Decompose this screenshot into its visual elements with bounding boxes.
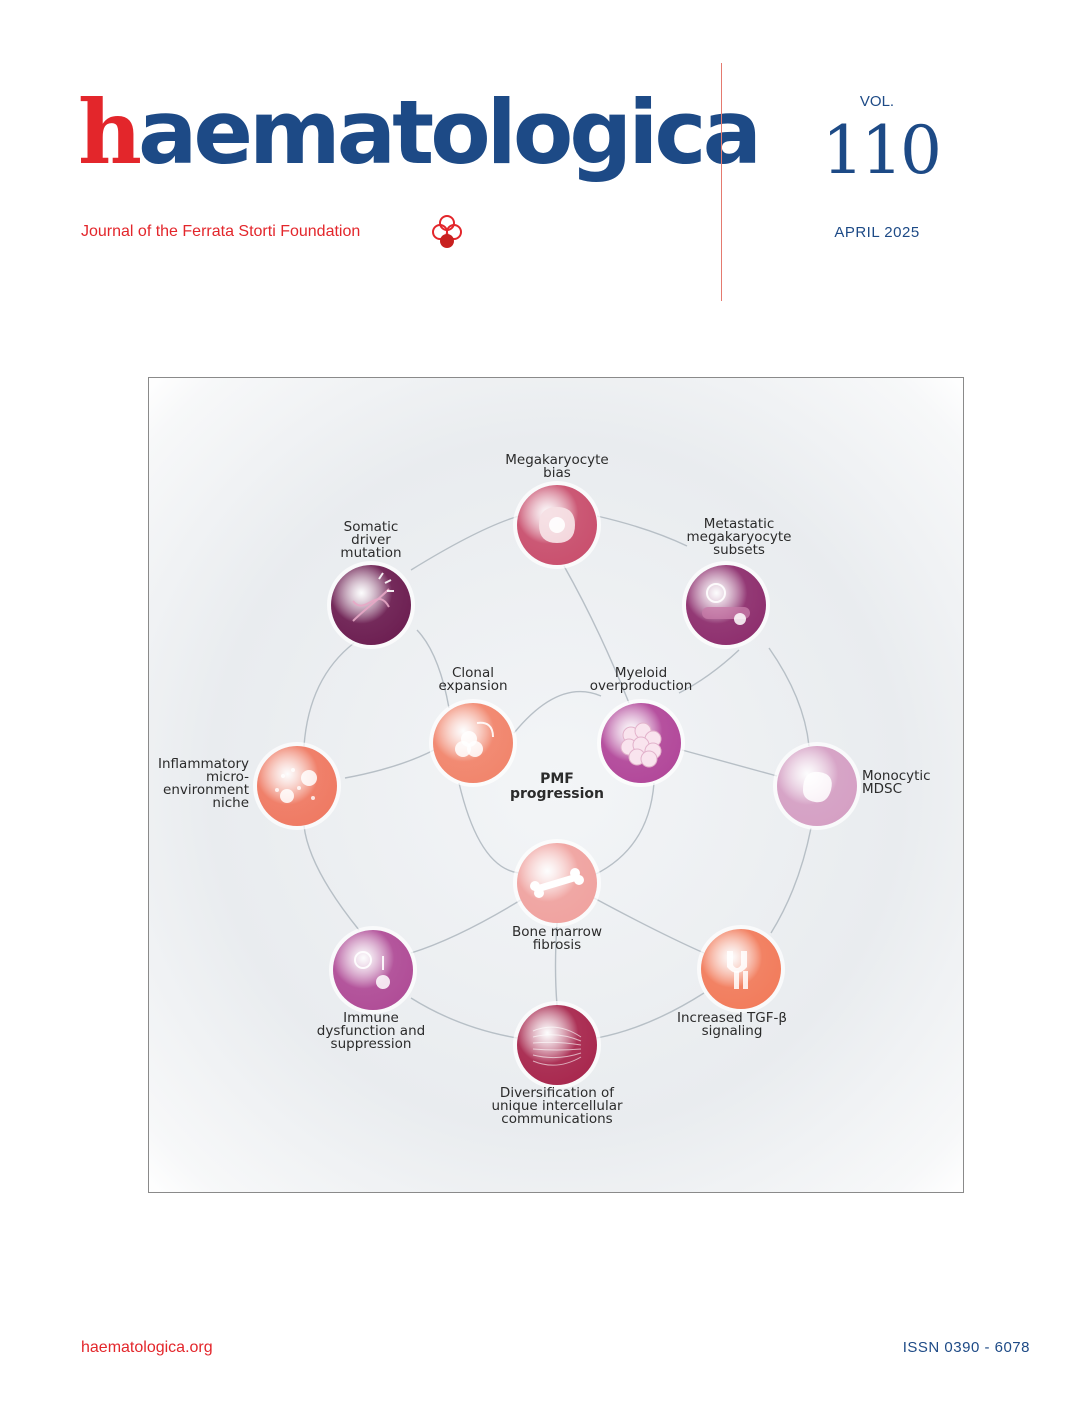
label-line: Increased TGF-β bbox=[677, 1010, 787, 1026]
monocyte-cell-icon bbox=[803, 771, 832, 803]
logo-initial: h bbox=[78, 80, 142, 184]
clonal-cells-icon bbox=[455, 721, 494, 757]
label-line: MDSC bbox=[862, 781, 902, 797]
journal-tagline: Journal of the Ferrata Storti Foundation bbox=[81, 223, 361, 240]
foundation-crest-icon bbox=[432, 215, 462, 248]
label-line: suppression bbox=[331, 1036, 412, 1052]
label-line: bias bbox=[543, 465, 571, 481]
label-line: expansion bbox=[438, 678, 507, 694]
bone-icon bbox=[530, 868, 584, 898]
immune-cells-icon bbox=[354, 951, 390, 989]
immune-circle bbox=[333, 930, 413, 1010]
label-line: Clonal bbox=[452, 665, 494, 681]
label-line: unique intercellular bbox=[491, 1098, 623, 1114]
inflammatory-cells-icon bbox=[275, 768, 317, 803]
label-line: signaling bbox=[702, 1023, 763, 1039]
label-line: Myeloid bbox=[615, 665, 667, 681]
volume-label: VOL. bbox=[859, 93, 895, 110]
label-line: subsets bbox=[713, 542, 765, 558]
issn: ISSN 0390 - 6078 bbox=[902, 1339, 1030, 1356]
header-divider bbox=[721, 63, 722, 301]
logo-text: aematologica bbox=[137, 81, 762, 184]
center-label-line: progression bbox=[510, 786, 604, 802]
label-line: Diversification of bbox=[500, 1085, 615, 1101]
dna-icon bbox=[352, 572, 394, 622]
label-line: mutation bbox=[340, 545, 401, 561]
label-line: environment bbox=[163, 782, 249, 798]
label-line: micro- bbox=[206, 769, 249, 785]
label-line: fibrosis bbox=[533, 937, 581, 953]
journal-logo: haematologica bbox=[78, 88, 762, 177]
metastatic-cells-icon bbox=[702, 583, 750, 625]
diversification-circle bbox=[517, 1005, 597, 1085]
label-line: niche bbox=[212, 795, 249, 811]
label-line: Somatic bbox=[344, 519, 399, 535]
label-line: dysfunction and bbox=[317, 1023, 425, 1039]
label-line: Monocytic bbox=[862, 768, 931, 784]
network-fibers-icon bbox=[532, 1026, 582, 1066]
label-line: Bone marrow bbox=[512, 924, 602, 940]
volume-number: 110 bbox=[822, 112, 942, 189]
connector-lines bbox=[303, 515, 812, 1039]
label-line: Metastatic bbox=[704, 516, 775, 532]
inflammatory-circle bbox=[257, 746, 337, 826]
receptor-icon bbox=[727, 951, 748, 989]
label-line: overproduction bbox=[590, 678, 693, 694]
label-line: driver bbox=[351, 532, 391, 548]
metastatic-circle bbox=[686, 565, 766, 645]
megakaryocyte-cell-icon bbox=[539, 507, 575, 543]
issue-date: APRIL 2025 bbox=[834, 224, 920, 241]
website-url[interactable]: haematologica.org bbox=[81, 1339, 213, 1356]
label-line: megakaryocyte bbox=[687, 529, 792, 545]
label-line: Megakaryocyte bbox=[505, 452, 608, 468]
label-line: communications bbox=[501, 1111, 612, 1127]
label-line: Immune bbox=[343, 1010, 399, 1026]
center-label-line: PMF bbox=[540, 771, 574, 787]
label-line: Inflammatory bbox=[158, 756, 249, 772]
myeloid-cluster-icon bbox=[620, 722, 662, 768]
